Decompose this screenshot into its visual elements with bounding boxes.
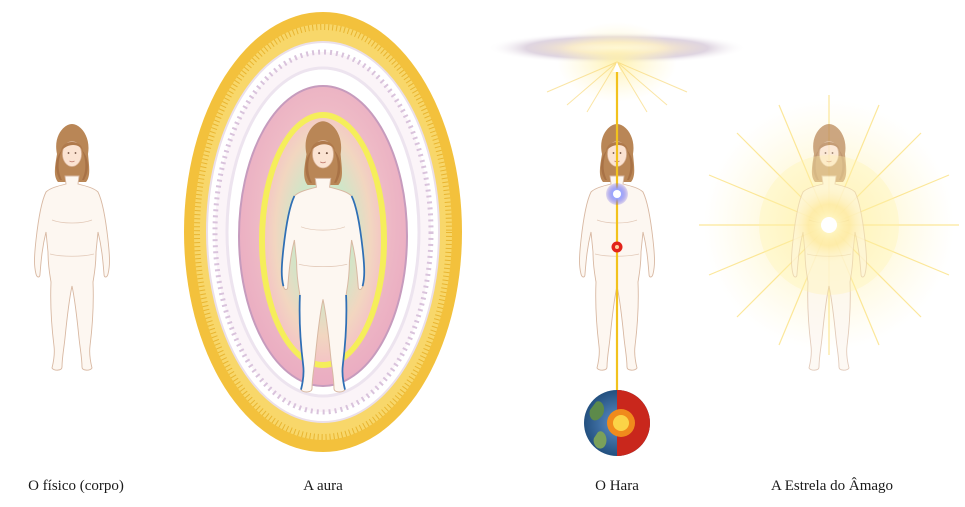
caption-aura: A aura <box>303 478 343 495</box>
aura-figure <box>184 12 462 452</box>
physical-body-figure <box>35 124 110 370</box>
caption-core-star: A Estrela do Âmago <box>771 478 893 495</box>
caption-physical-body: O físico (corpo) <box>28 478 124 495</box>
caption-hara: O Hara <box>595 478 639 495</box>
core-star-figure <box>699 95 959 370</box>
